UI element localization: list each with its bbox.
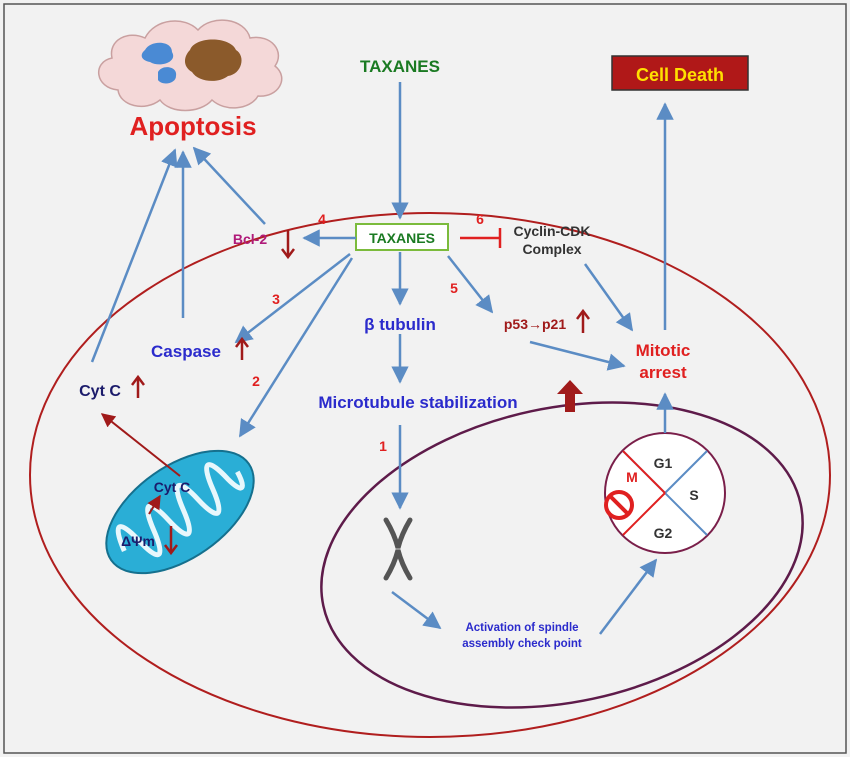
spindle-label-line1: Activation of spindle [465, 622, 578, 634]
beta-tubulin-label: β tubulin [364, 315, 436, 334]
phase-m-label: M [626, 469, 638, 485]
mitotic-label-line1: Mitotic [636, 341, 691, 360]
phase-s-label: S [689, 487, 698, 503]
prohibited-icon [604, 490, 634, 520]
taxanes-box-label: TAXANES [369, 230, 435, 246]
spindle-label-line2: assembly check point [462, 638, 582, 650]
step-5-number: 5 [450, 280, 458, 296]
chromosome-icon [383, 517, 413, 581]
cytc-inner-label: Cyt C [154, 479, 191, 495]
phase-g1-label: G1 [654, 455, 673, 471]
caspase-up-arrow [235, 336, 249, 360]
taxanes-box [355, 223, 449, 251]
inhibition-arrow [460, 228, 502, 248]
apoptosis-label: Apoptosis [129, 111, 256, 141]
cell-cycle-wheel [604, 432, 726, 554]
step-1-number: 1 [379, 438, 387, 454]
cytc-up-arrow [131, 374, 145, 398]
microtubule-up-arrow [557, 380, 583, 412]
red-arrows [100, 413, 181, 515]
bcl2-down-arrow [281, 230, 295, 260]
change-indicators [131, 230, 590, 556]
phase-g2-label: G2 [654, 525, 673, 541]
cyclin-cdk-label-line2: Complex [522, 241, 581, 257]
cell-membrane [29, 212, 831, 738]
mitotic-label-line2: arrest [639, 363, 687, 382]
step-2-number: 2 [252, 373, 260, 389]
dpsi-down-arrow [164, 526, 178, 556]
delta-psi-label: ΔΨm [121, 533, 155, 549]
p53-label: p53→p21 [504, 316, 566, 332]
apoptotic-cell-cloud-icon [97, 19, 283, 112]
mitochondrion-icon [105, 449, 255, 575]
step-6-number: 6 [476, 211, 484, 227]
taxanes-top-label: TAXANES [360, 57, 440, 76]
caspase-label: Caspase [151, 342, 221, 361]
step-4-number: 4 [318, 211, 326, 227]
step-3-number: 3 [272, 291, 280, 307]
microtubule-label: Microtubule stabilization [318, 393, 517, 412]
bcl2-label: Bcl-2 [233, 231, 267, 247]
cytc-outer-label: Cyt C [79, 383, 121, 400]
cell-death-label: Cell Death [636, 65, 724, 85]
cyclin-cdk-label-line1: Cyclin-CDK [513, 223, 590, 239]
cell-death-box [611, 55, 749, 91]
blue-arrows [90, 82, 674, 635]
p53-up-arrow [576, 308, 590, 333]
nucleus [320, 401, 804, 709]
